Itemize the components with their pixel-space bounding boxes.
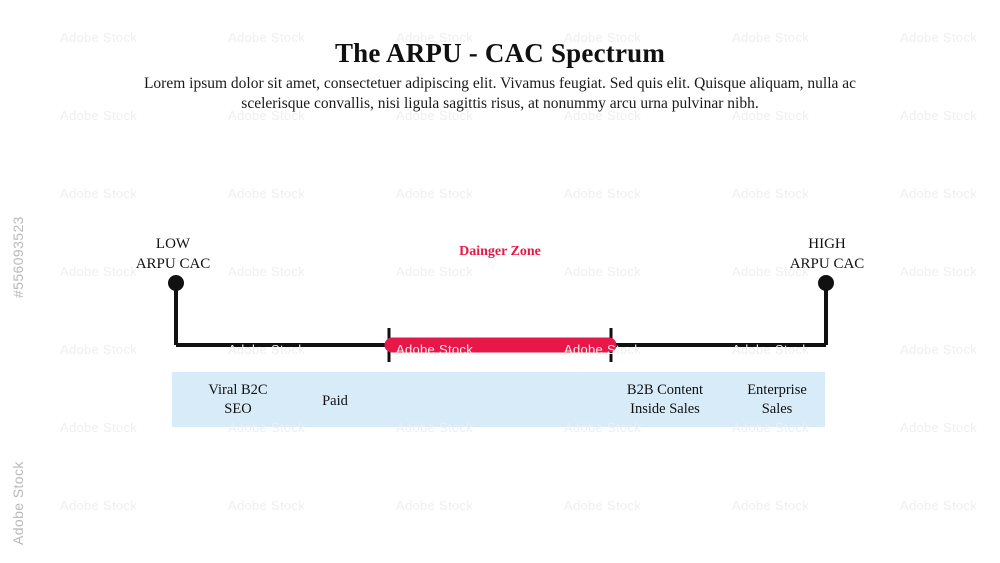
segment-label-viral-b2c-seo: Viral B2C SEO [178,381,298,419]
segment-band [172,372,825,427]
segment-4-line1: Enterprise [747,382,807,398]
segment-label-paid: Paid [290,392,380,411]
left-endpoint-dot [168,275,184,291]
high-label-line2: ARPU CAC [789,256,865,272]
segment-1-line2: SEO [224,401,252,417]
segment-3-line1: B2B Content [626,382,704,398]
segment-2-line1: Paid [322,393,348,409]
segment-3-line2: Inside Sales [630,401,700,417]
high-label-line1: HIGH [808,236,846,252]
low-arpu-cac-label: LOW ARPU CAC [108,234,238,274]
segment-label-enterprise-sales: Enterprise Sales [722,381,832,419]
danger-zone-label: Dainger Zone [459,244,541,259]
segment-label-b2b-content-inside-sales: B2B Content Inside Sales [600,381,730,419]
segment-4-line2: Sales [761,401,793,417]
page-title: The ARPU - CAC Spectrum [334,38,666,68]
right-endpoint-dot [818,275,834,291]
page-subtitle: Lorem ipsum dolor sit amet, consectetuer… [143,75,857,112]
low-label-line2: ARPU CAC [135,256,211,272]
low-label-line1: LOW [155,236,191,252]
segment-1-line1: Viral B2C [208,382,268,398]
high-arpu-cac-label: HIGH ARPU CAC [762,234,892,274]
